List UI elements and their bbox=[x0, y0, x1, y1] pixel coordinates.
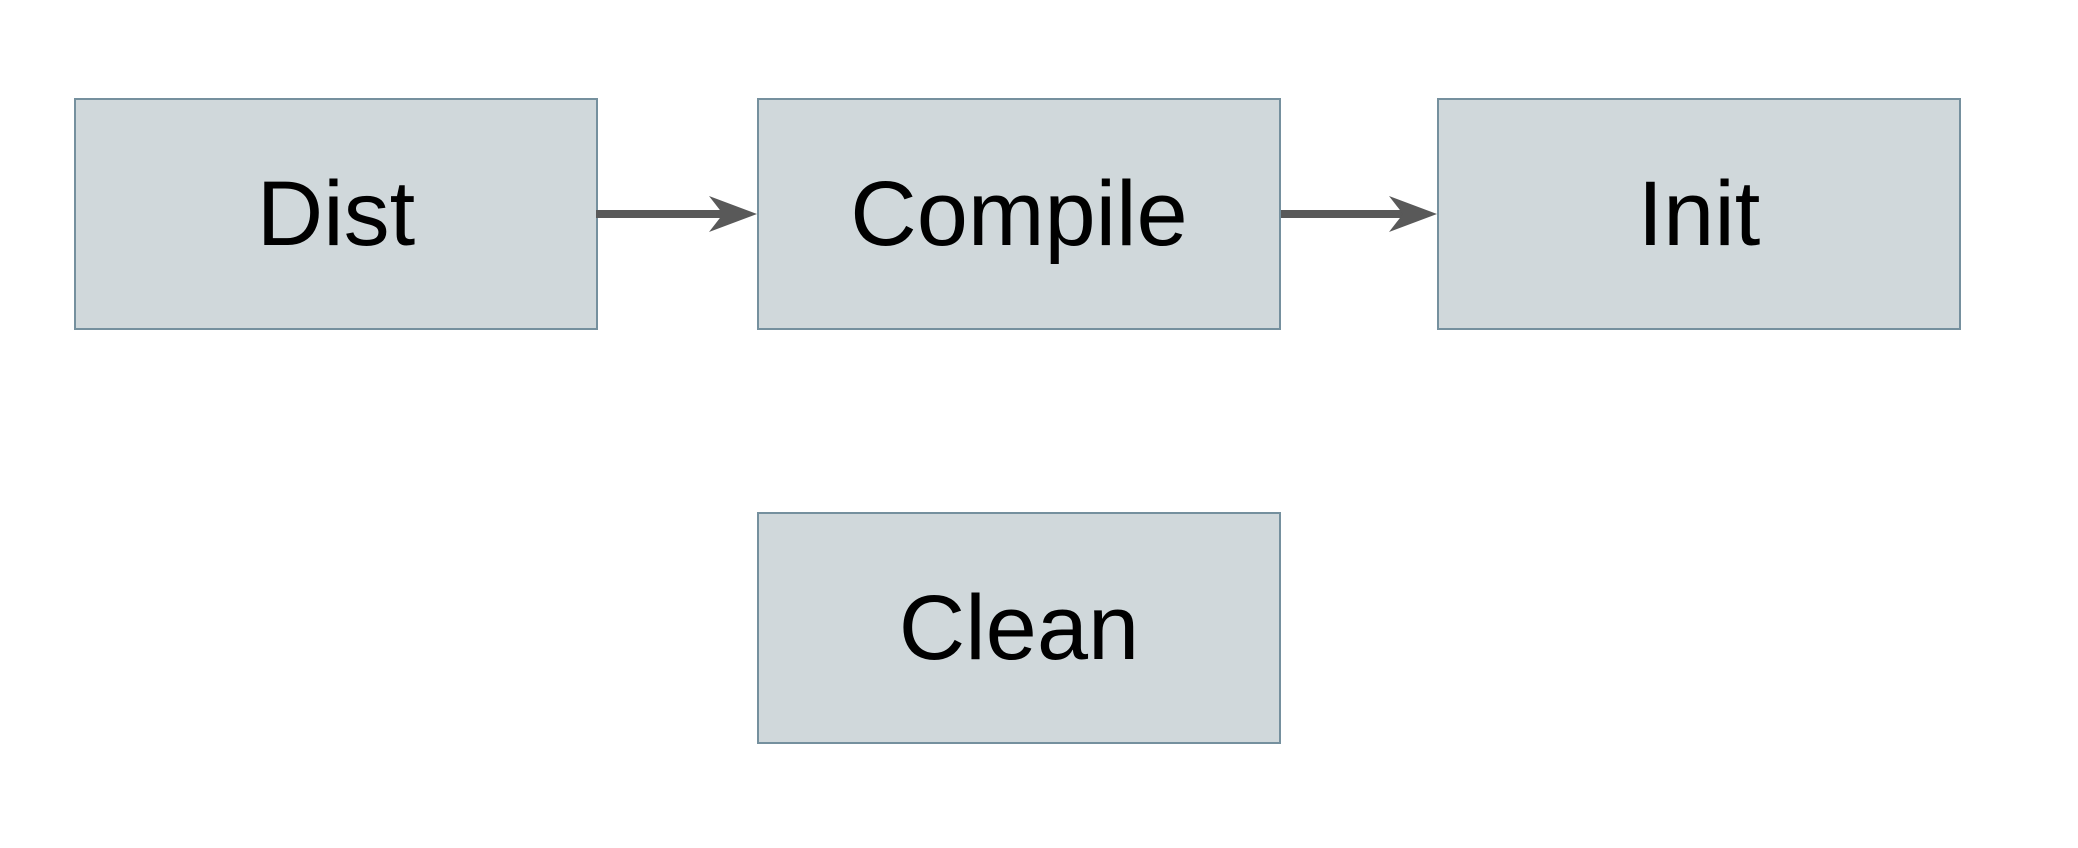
node-clean-label: Clean bbox=[898, 577, 1140, 679]
arrow-compile-to-init-icon bbox=[1281, 196, 1437, 232]
node-compile-label: Compile bbox=[850, 163, 1188, 265]
node-dist-label: Dist bbox=[256, 163, 416, 265]
node-dist: Dist bbox=[74, 98, 598, 330]
node-clean: Clean bbox=[757, 512, 1281, 744]
node-init-label: Init bbox=[1637, 163, 1761, 265]
node-init: Init bbox=[1437, 98, 1961, 330]
arrow-dist-to-compile-icon bbox=[596, 196, 757, 232]
node-compile: Compile bbox=[757, 98, 1281, 330]
